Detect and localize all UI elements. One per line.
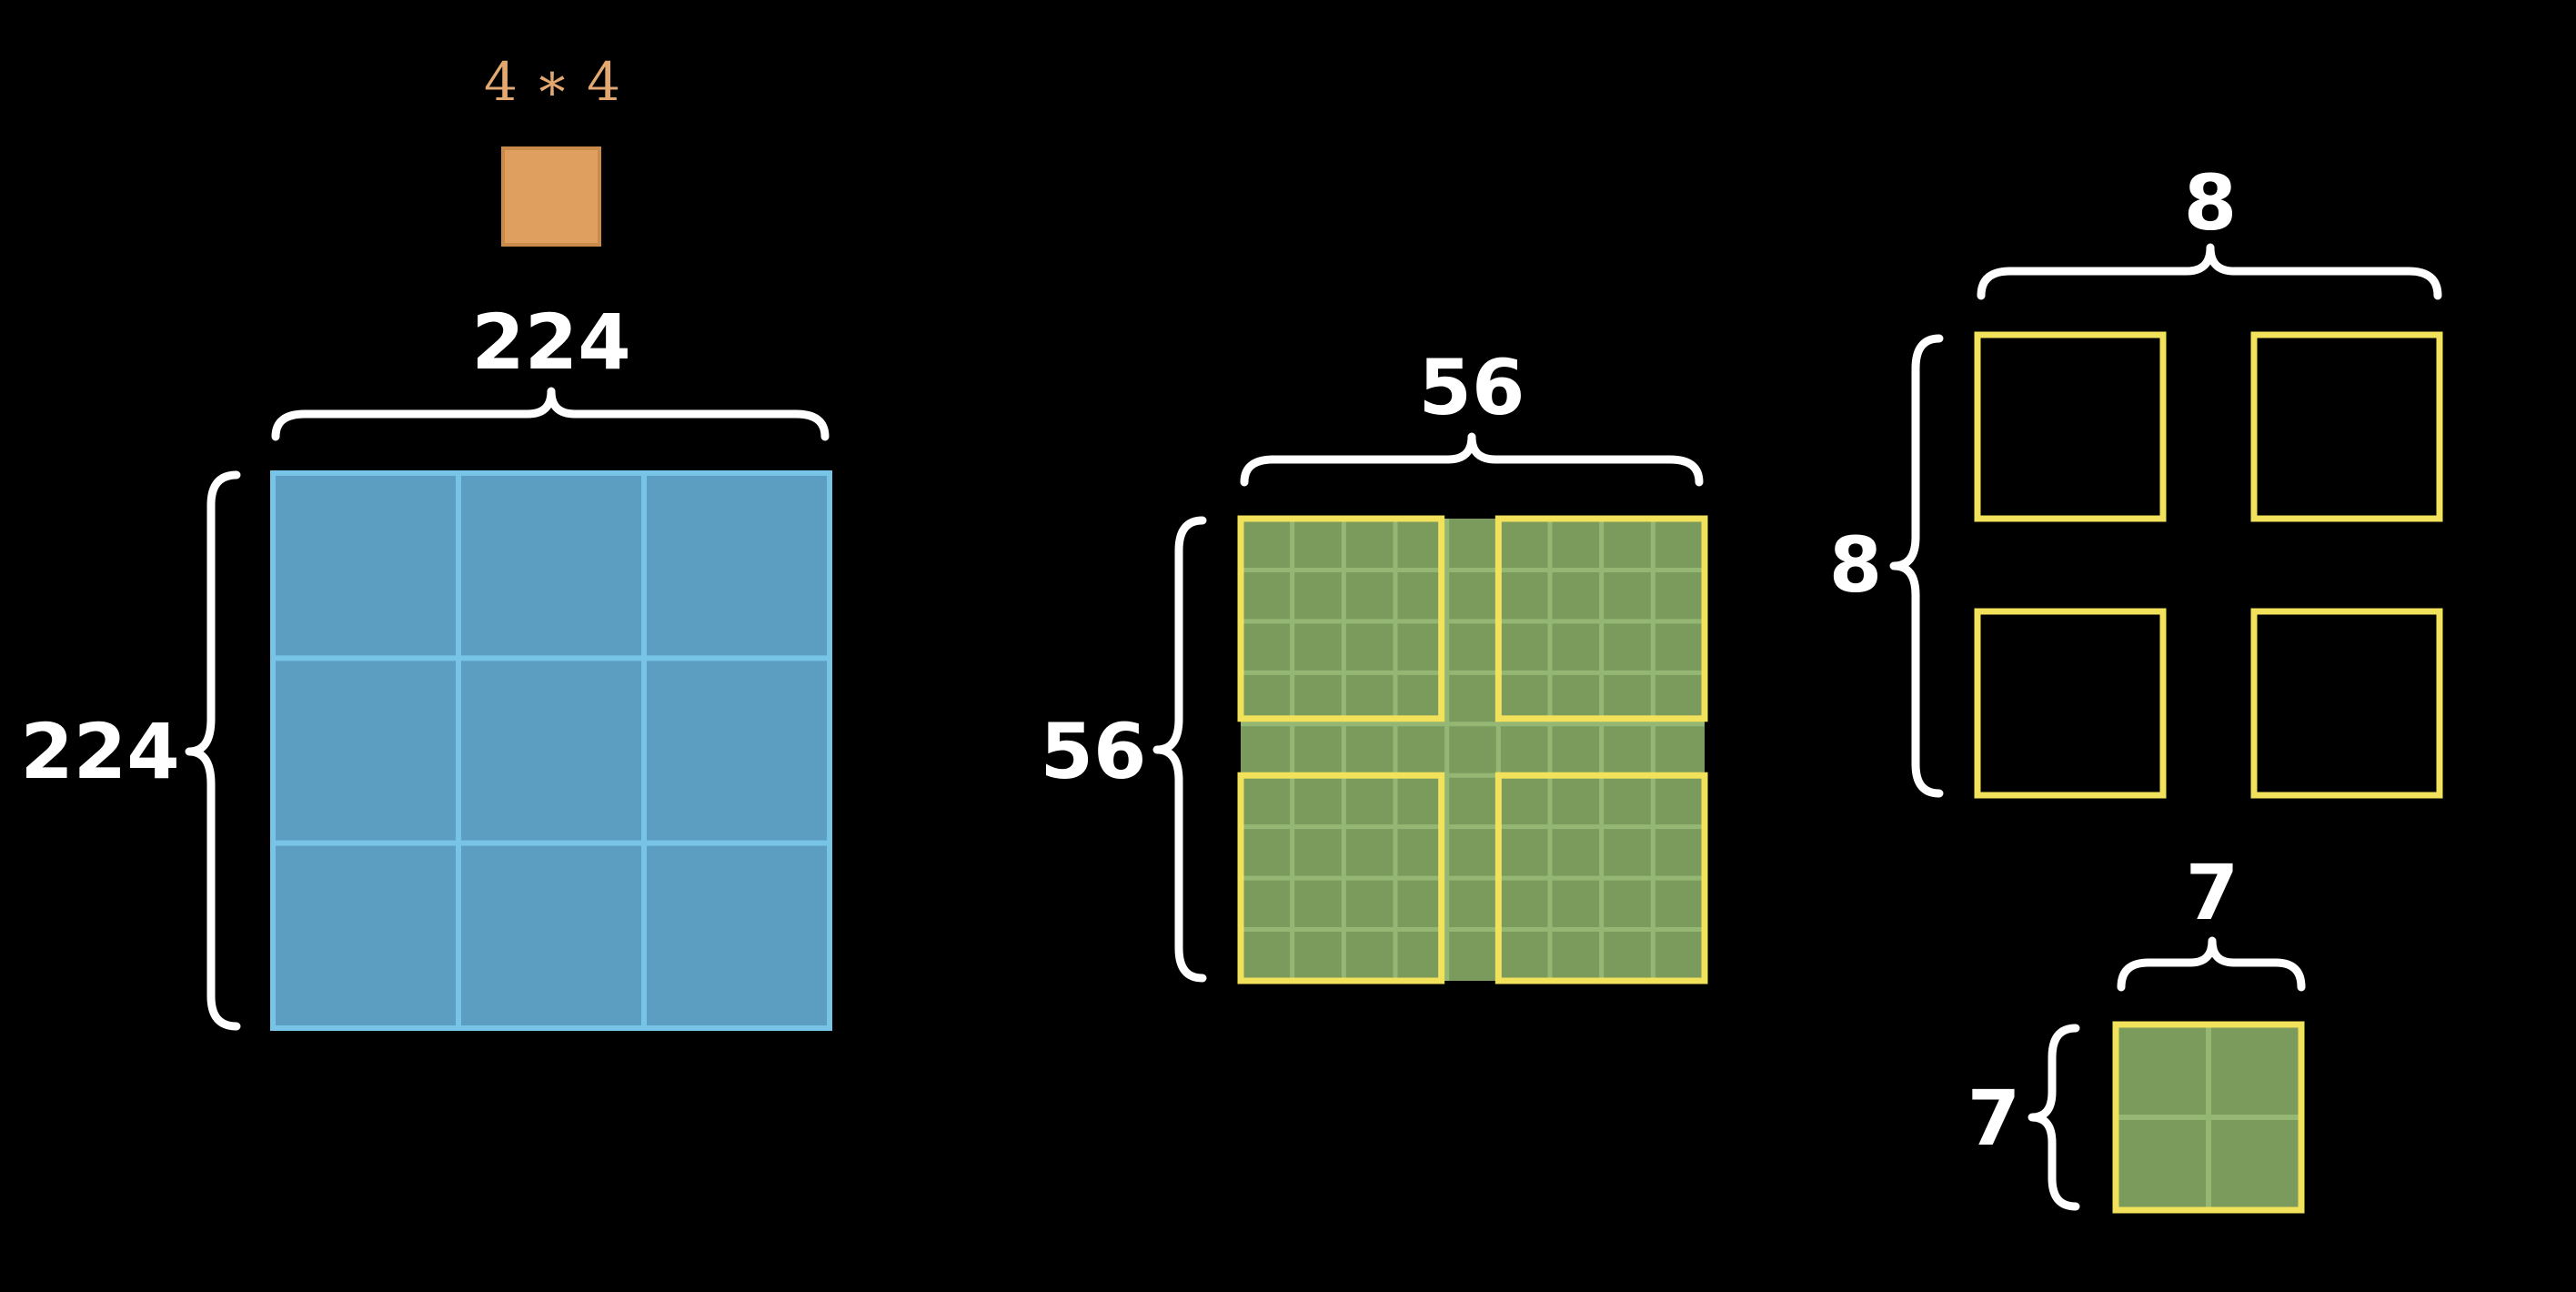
feature-map-group: 56 56: [1041, 343, 1708, 984]
windows-set: [1974, 331, 2443, 799]
window-square: [2250, 608, 2443, 799]
window-detail-group: 7 7: [1967, 848, 2306, 1214]
windows-left-brace: [1889, 334, 1944, 798]
window-detail-grid: [2112, 1021, 2305, 1214]
window-square: [2250, 331, 2443, 522]
window-square: [1974, 608, 2167, 799]
image-width-label: 224: [471, 298, 630, 387]
window-detail-left-brace: [2028, 1024, 2080, 1211]
patch-square: [501, 146, 601, 247]
feature-map-window: [1237, 515, 1445, 722]
window-detail-top-brace: [2117, 936, 2306, 992]
patch-label: 4 ∗ 4: [484, 51, 620, 113]
image-grid: [270, 470, 832, 1031]
window-square: [1974, 331, 2167, 522]
windows-width-label: 8: [2184, 158, 2237, 247]
feature-map-height-label: 56: [1041, 707, 1147, 796]
image-height-label: 224: [20, 707, 179, 796]
patch-group: 4 ∗ 4: [484, 51, 620, 247]
window-detail-width-label: 7: [2186, 848, 2239, 937]
image-group: 224 224: [20, 298, 832, 1031]
windows-height-label: 8: [1829, 520, 1882, 610]
image-top-brace: [271, 387, 830, 441]
feature-map-window: [1237, 772, 1445, 984]
feature-map-width-label: 56: [1419, 343, 1525, 432]
feature-map-window: [1494, 515, 1708, 722]
feature-map-square: [1241, 519, 1705, 981]
image-border: [270, 470, 832, 1031]
feature-map-left-brace: [1152, 516, 1207, 983]
feature-map-window: [1494, 772, 1708, 984]
windows-group: 8 8: [1829, 158, 2443, 799]
window-detail-height-label: 7: [1967, 1074, 2020, 1163]
image-left-brace: [185, 470, 241, 1031]
image-square: [273, 473, 830, 1028]
feature-map-grid: [1237, 515, 1708, 984]
window-detail-border: [2112, 1021, 2305, 1214]
windows-top-brace: [1977, 243, 2442, 300]
feature-map-top-brace: [1240, 432, 1704, 487]
